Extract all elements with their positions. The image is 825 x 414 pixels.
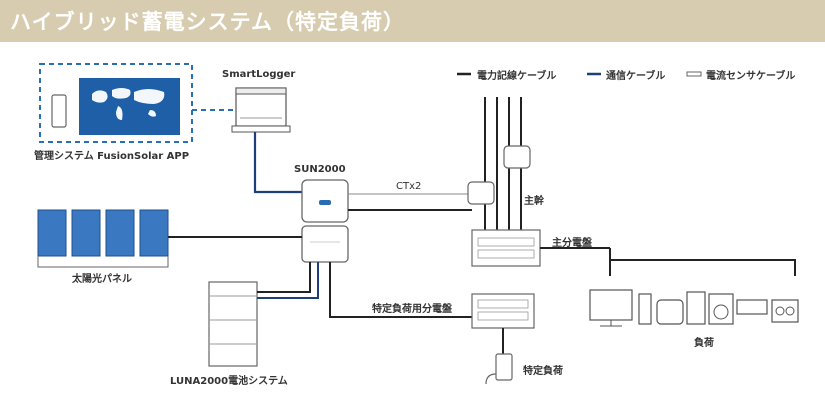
specific-panel-label: 特定負荷用分電盤 [372,304,452,315]
specific-load-panel-icon [471,293,535,329]
management-box [39,63,193,143]
ct-clamp-icon [503,145,531,169]
pv-panels-icon [37,209,169,268]
specific-load-outlet-icon [485,353,513,385]
pv-label: 太陽光パネル [72,274,132,285]
tv-icon [589,289,633,327]
battery-label: LUNA2000電池システム [170,376,288,387]
system-diagram: 電力記線ケーブル 通信ケーブル 電流センサケーブル 管理システム FusionS… [0,42,825,414]
inverter-label: SUN2000 [294,164,346,175]
main-panel-label: 主分電盤 [552,238,592,249]
sun2000-inverter-icon [301,179,349,223]
power-cable-backup-specific [329,262,472,318]
main-distribution-panel-icon [471,229,541,267]
smartlogger-label: SmartLogger [222,69,296,80]
luna2000-battery-icon [208,281,258,367]
rice-cooker-icon [656,299,684,325]
backup-box-icon [301,225,349,263]
fridge-icon [686,291,706,325]
page-title: ハイブリッド蓄電システム（特定負荷） [10,10,405,34]
comm-cable-logger-inverter [253,132,302,194]
legend-comm-cable: 通信ケーブル [606,71,666,82]
phone-icon [51,94,67,128]
diagram-canvas [37,63,799,385]
loads-label: 負荷 [694,338,714,349]
ct-clamp-icon [467,181,495,205]
world-continents-icon [92,88,165,120]
ct-label: CTx2 [396,181,422,192]
smartlogger-device-icon [231,87,291,133]
header-bar: ハイブリッド蓄電システム（特定負荷） [0,0,825,42]
air-conditioner-icon [736,299,768,315]
stove-icon [771,299,799,323]
world-map-display-icon [79,78,180,135]
washing-machine-icon [708,293,734,325]
trunk-label: 主幹 [524,196,544,207]
appliance-icon [638,293,652,325]
management-label: 管理システム FusionSolar APP [34,151,190,162]
load-bus [609,259,796,276]
power-cable-battery [257,262,311,293]
specific-load-label: 特定負荷 [523,366,563,377]
legend-sensor-cable: 電流センサケーブル [706,71,796,82]
comm-cable-battery [257,262,319,299]
legend-mark-sensor [686,71,702,77]
legend-power-cable: 電力記線ケーブル [477,71,557,82]
